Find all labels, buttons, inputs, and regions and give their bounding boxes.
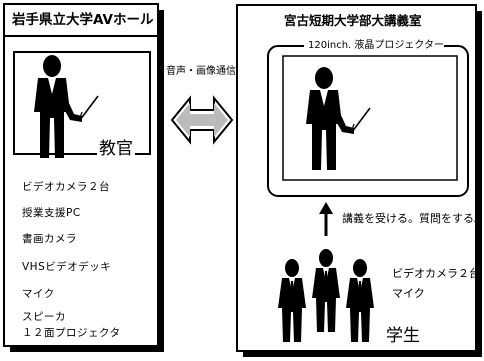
projector-screen (267, 45, 469, 197)
right-panel-title: 宮古短期大学部大講義室 (284, 13, 422, 28)
right-equipment-item: ビデオカメラ２台 (392, 267, 480, 280)
screen-label: 120inch. 液晶プロジェクター (308, 40, 444, 51)
left-equipment-item: 授業支援PC (22, 207, 81, 219)
link-arrow (170, 95, 234, 145)
projector-screen-inner (282, 55, 458, 181)
right-equipment-item: マイク (392, 287, 425, 300)
left-panel (3, 3, 164, 352)
left-equipment-item: ビデオカメラ２台 (22, 181, 110, 193)
right-panel (236, 4, 482, 357)
left-equipment-item: １２面プロジェクタ (22, 327, 121, 339)
link-label: 音声・画像通信 (166, 66, 236, 77)
left-panel-title: 岩手県立大学AVホール (12, 12, 154, 28)
student-action-label: 講義を受ける。質問をする。 (342, 212, 484, 225)
left-whiteboard (13, 51, 151, 155)
left-equipment-item: VHSビデオデッキ (22, 261, 112, 273)
left-panel-frame (3, 3, 159, 347)
student-label: 学生 (386, 326, 420, 346)
up-arrow (319, 202, 333, 236)
left-equipment-item: マイク (22, 288, 55, 300)
left-equipment-item: スピーカ (22, 311, 66, 323)
left-equipment-item: 書画カメラ (22, 233, 77, 245)
teacher-label: 教官 (97, 139, 135, 159)
